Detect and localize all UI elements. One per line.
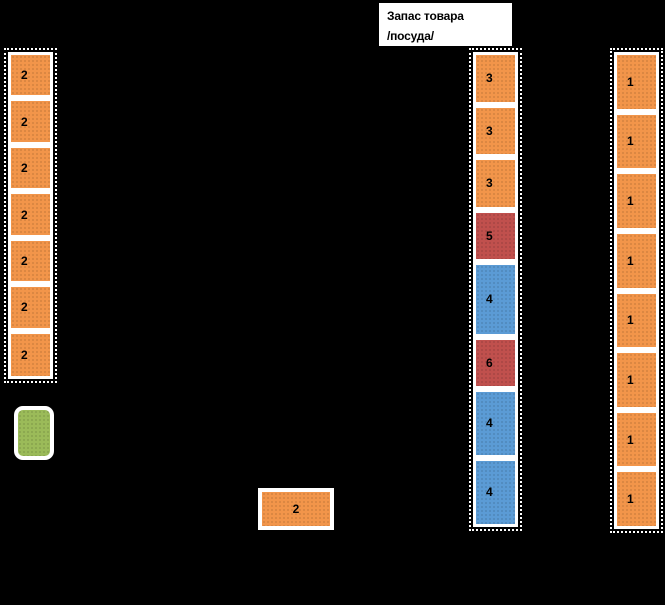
cell-value: 2 xyxy=(21,207,28,222)
stack-cell[interactable]: 1 xyxy=(614,409,659,470)
cell-value: 1 xyxy=(627,492,634,507)
cell-value: 1 xyxy=(627,432,634,447)
cell-value: 3 xyxy=(486,71,493,86)
green-box[interactable] xyxy=(14,406,54,460)
cell-value: 6 xyxy=(486,355,493,370)
cell-value: 3 xyxy=(486,176,493,191)
cell-value: 4 xyxy=(486,485,493,500)
stack-cell[interactable]: 3 xyxy=(473,157,518,210)
cell-value: 2 xyxy=(21,347,28,362)
stack-cell[interactable]: 2 xyxy=(8,52,53,99)
cell-value: 1 xyxy=(627,372,634,387)
cell-value: 1 xyxy=(627,194,634,209)
stack-cell[interactable]: 1 xyxy=(614,52,659,112)
stack-cell[interactable]: 1 xyxy=(614,171,659,231)
stack-cell[interactable]: 2 xyxy=(8,284,53,331)
bottom-orange-box[interactable]: 2 xyxy=(258,488,334,530)
cell-value: 1 xyxy=(627,134,634,149)
cell-value: 2 xyxy=(21,300,28,315)
stack-cell[interactable]: 1 xyxy=(614,230,659,291)
stack-cell[interactable]: 2 xyxy=(8,98,53,145)
cell-value: 1 xyxy=(627,74,634,89)
cell-value: 4 xyxy=(486,292,493,307)
stack-cell[interactable]: 1 xyxy=(614,290,659,351)
stack-cell[interactable]: 2 xyxy=(8,191,53,238)
cell-value: 1 xyxy=(627,313,634,328)
callout-line-2: /посуда/ xyxy=(387,29,434,43)
stack-cell[interactable]: 4 xyxy=(473,262,518,337)
stack-cell[interactable]: 2 xyxy=(8,330,53,380)
left-stack[interactable]: 2 2 2 2 2 2 2 xyxy=(4,48,57,383)
stock-label-callout: Запас товара /посуда/ xyxy=(378,2,513,47)
cell-value: 2 xyxy=(21,114,28,129)
middle-stack[interactable]: 3 3 3 5 4 6 4 4 xyxy=(469,48,522,531)
cell-value: 2 xyxy=(21,68,28,83)
cell-value: 4 xyxy=(486,416,493,431)
stack-cell[interactable]: 5 xyxy=(473,209,518,263)
cell-value: 2 xyxy=(21,161,28,176)
stack-cell[interactable]: 4 xyxy=(473,457,518,527)
stack-cell[interactable]: 6 xyxy=(473,336,518,390)
stack-cell[interactable]: 1 xyxy=(614,111,659,172)
stack-cell[interactable]: 4 xyxy=(473,389,518,458)
stack-cell[interactable]: 3 xyxy=(473,52,518,105)
right-stack[interactable]: 1 1 1 1 1 1 1 1 xyxy=(610,48,663,533)
stack-cell[interactable]: 3 xyxy=(473,104,518,158)
box-value: 2 xyxy=(292,502,300,516)
stack-cell[interactable]: 2 xyxy=(8,144,53,192)
stack-cell[interactable]: 1 xyxy=(614,469,659,529)
cell-value: 3 xyxy=(486,123,493,138)
cell-value: 5 xyxy=(486,228,493,243)
callout-line-1: Запас товара xyxy=(387,9,464,23)
cell-value: 1 xyxy=(627,253,634,268)
stack-cell[interactable]: 1 xyxy=(614,350,659,410)
stack-cell[interactable]: 2 xyxy=(8,237,53,285)
cell-value: 2 xyxy=(21,253,28,268)
